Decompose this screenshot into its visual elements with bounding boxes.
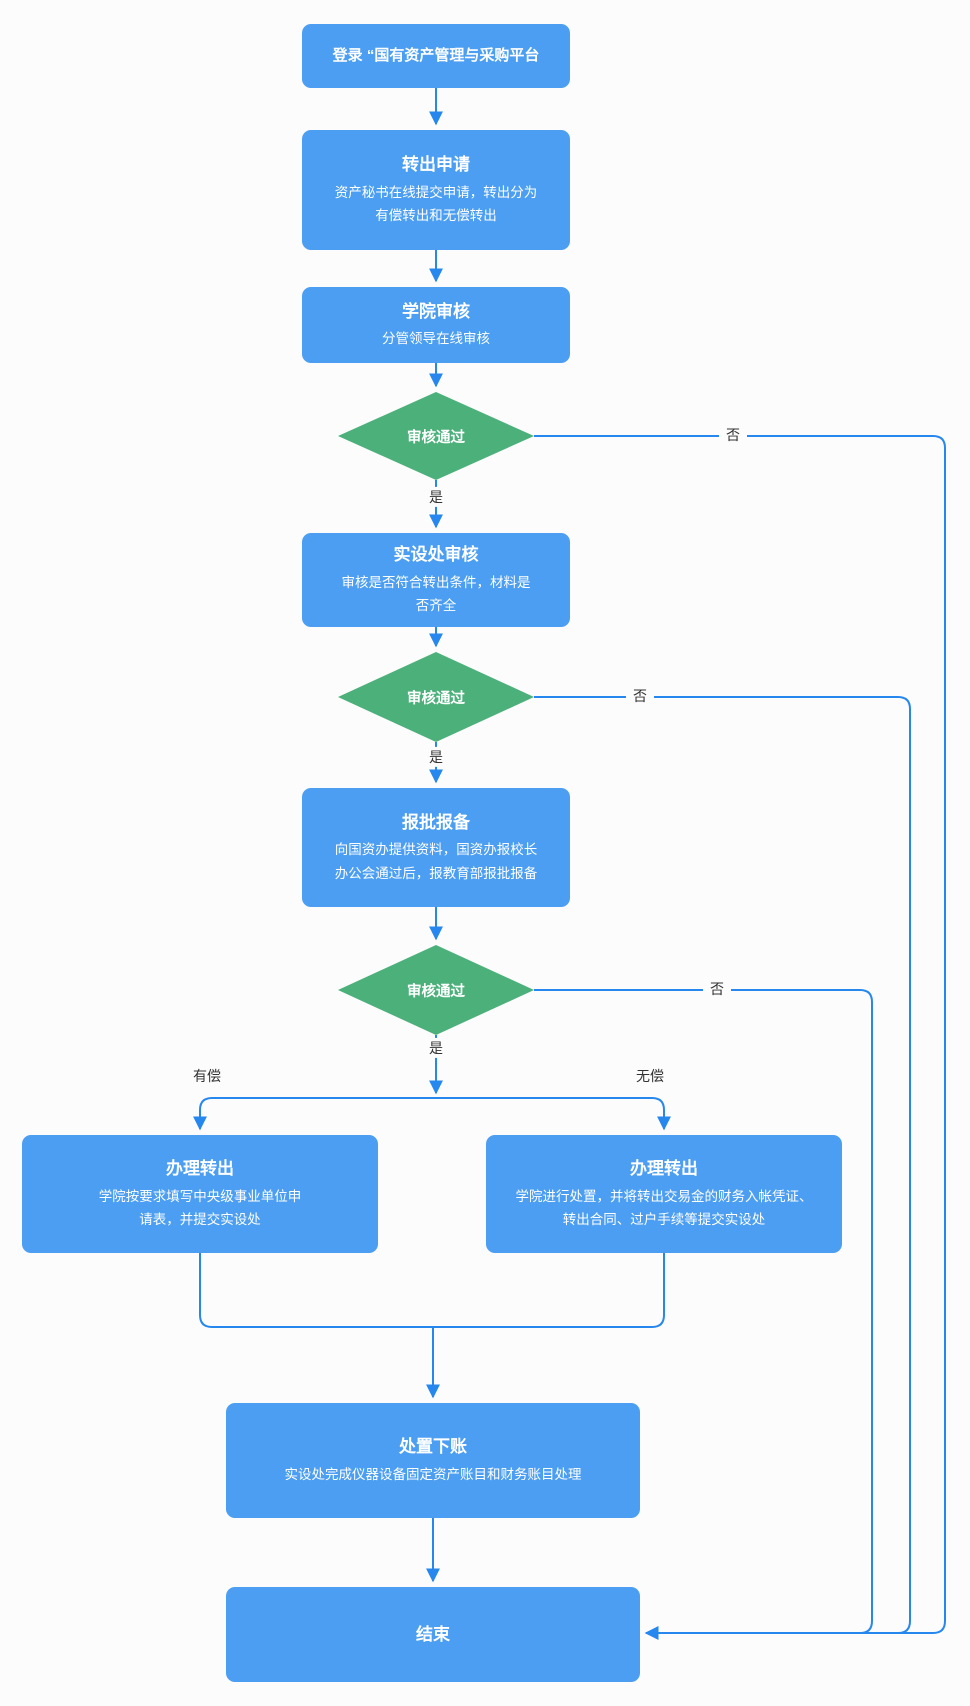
node-transfer-free-body: 学院进行处置，并将转出交易金的财务入帐凭证、 转出合同、过户手续等提交实设处 [515,1188,813,1228]
node-login: 登录 “国有资产管理与采购平台 [302,24,570,88]
label-no-2: 否 [626,685,654,707]
label-no-1: 否 [719,424,747,446]
node-approval-filing-body: 向国资办提供资料，国资办报校长 办公会通过后，报教育部报批报备 [334,842,538,881]
node-college-review-body: 分管领导在线审核 [382,331,490,347]
node-transfer-application-title: 转出申请 [402,155,470,175]
node-disposal-writeoff-title: 处置下账 [399,1437,467,1457]
node-transfer-free: 办理转出 学院进行处置，并将转出交易金的财务入帐凭证、 转出合同、过户手续等提交… [486,1135,842,1253]
decision1-label: 审核通过 [407,429,465,446]
node-approval-filing-title: 报批报备 [402,812,470,832]
node-transfer-application: 转出申请 资产秘书在线提交申请，转出分为 有偿转出和无偿转出 [302,130,570,250]
node-disposal-writeoff-body: 实设处完成仪器设备固定资产账目和财务账目处理 [284,1466,582,1482]
edge-merge-right [433,1253,665,1328]
node-college-review-title: 学院审核 [402,301,470,321]
label-yes-2: 是 [422,746,450,768]
node-transfer-paid-title: 办理转出 [166,1159,234,1179]
decision3-label: 审核通过 [407,983,465,1000]
edge-no1-return [534,435,946,1634]
edge-merge-left [199,1253,433,1328]
node-login-title: 登录 “国有资产管理与采购平台 [332,46,540,64]
label-yes-1: 是 [422,486,450,508]
node-office-review-body: 审核是否符合转出条件，材料是 否齐全 [341,574,531,614]
node-approval-filing: 报批报备 向国资办提供资料，国资办报校长 办公会通过后，报教育部报批报备 [302,788,570,907]
edge-no3-return [534,989,873,1640]
decision3-diamond [338,945,534,1035]
node-disposal-writeoff: 处置下账 实设处完成仪器设备固定资产账目和财务账目处理 [226,1403,640,1518]
node-end-title: 结束 [416,1624,450,1644]
node-office-review: 实设处审核 审核是否符合转出条件，材料是 否齐全 [302,533,570,627]
label-no-3: 否 [703,978,731,1000]
node-transfer-free-title: 办理转出 [630,1159,698,1179]
label-yes-3: 是 [422,1037,450,1059]
decision2-label: 审核通过 [407,690,465,707]
decision2-diamond [338,652,534,742]
node-end: 结束 [226,1587,640,1682]
node-transfer-application-body: 资产秘书在线提交申请，转出分为 有偿转出和无偿转出 [334,184,538,224]
label-paid: 有偿 [186,1065,228,1087]
node-transfer-paid-body: 学院按要求填写中央级事业单位申 请表，并提交实设处 [98,1188,302,1228]
node-office-review-title: 实设处审核 [393,545,479,565]
decision1-diamond [338,392,534,480]
node-transfer-paid: 办理转出 学院按要求填写中央级事业单位申 请表，并提交实设处 [22,1135,378,1253]
edge-split-free [436,1097,671,1131]
edge-split-paid [193,1097,436,1131]
edge-no2-return [534,696,911,1634]
label-free: 无偿 [629,1065,671,1087]
node-college-review: 学院审核 分管领导在线审核 [302,287,570,363]
